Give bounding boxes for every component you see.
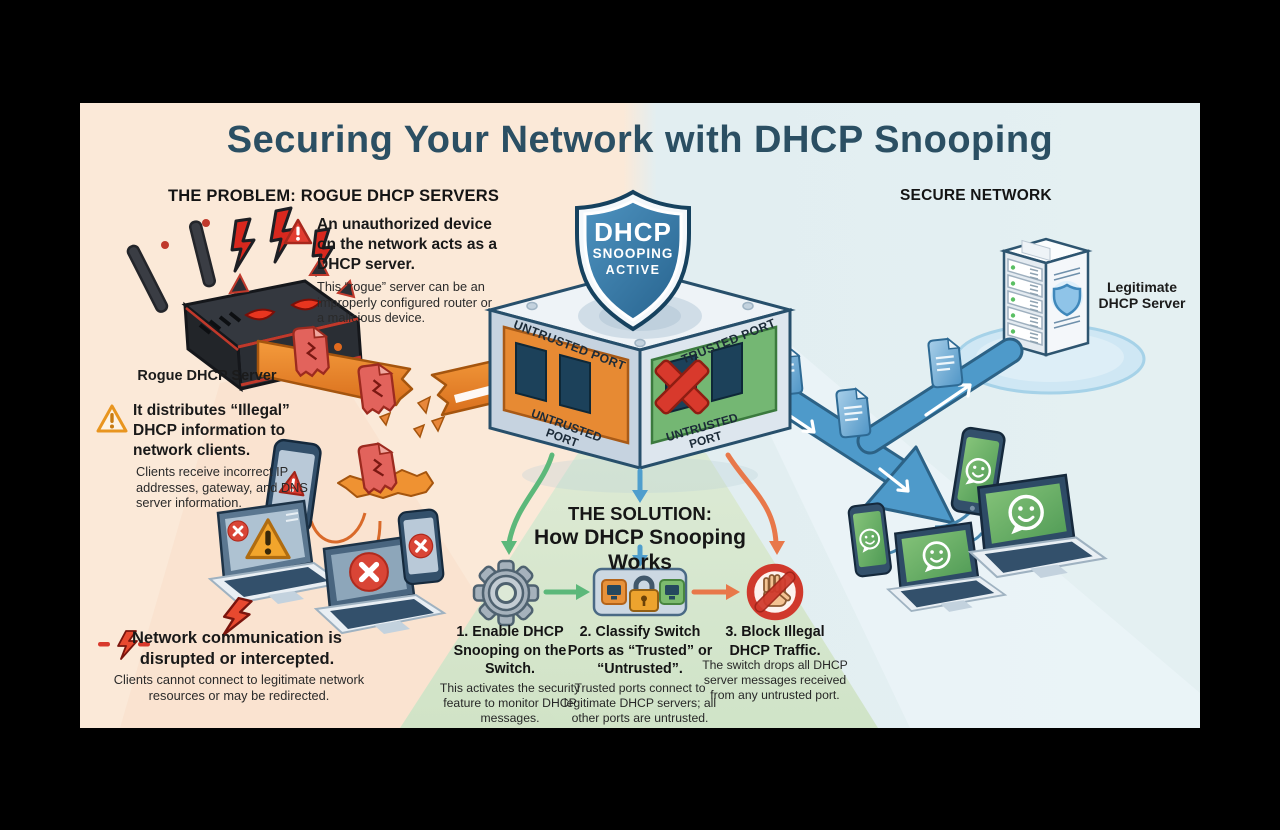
happy-laptop-icon	[885, 521, 1008, 612]
disruption-bolt-icon	[222, 596, 253, 637]
happy-laptop-icon	[967, 473, 1108, 579]
server-rack-slats	[1007, 257, 1043, 347]
problem-point-2-title: It distributes “Illegal” DHCP informatio…	[133, 402, 290, 459]
step-3-title: 3. Block Illegal DHCP Traffic.	[725, 624, 825, 659]
secure-heading: SECURE NETWORK	[900, 187, 1052, 204]
torn-document-icon	[356, 440, 399, 496]
step-1-title: 1. Enable DHCP Snooping on the Switch.	[453, 624, 567, 678]
infographic-artwork	[96, 189, 1200, 728]
gear-icon	[472, 559, 540, 627]
shield-line-1: DHCP	[594, 217, 672, 247]
legitimate-server-label: Legitimate DHCP Server	[1088, 279, 1196, 311]
infographic-canvas: Securing Your Network with DHCP Snooping…	[80, 103, 1200, 728]
page-title: Securing Your Network with DHCP Snooping	[226, 119, 1054, 161]
lightning-bolts-icon	[230, 206, 335, 277]
solution-heading-line-1: THE SOLUTION:	[568, 503, 712, 524]
network-switch-icon	[484, 268, 796, 470]
sad-devices-group	[207, 438, 447, 637]
problem-point-2-detail: Clients receive incorrect IP addresses, …	[136, 464, 308, 511]
dhcp-snooping-shield-icon	[575, 189, 691, 332]
sad-laptop-x-icon	[313, 535, 447, 635]
sad-phone-x-icon	[397, 508, 445, 586]
warning-icon-orange	[96, 404, 128, 433]
padlock-icon	[629, 575, 659, 612]
happy-devices-group	[847, 426, 1108, 612]
solution-heading: THE SOLUTION: How DHCP Snooping Works	[500, 502, 780, 576]
lightning-icon	[98, 630, 150, 660]
shield-line-2: SNOOPING	[592, 246, 674, 262]
solution-flow-arrows	[501, 452, 785, 600]
problem-point-1-detail: This “rogue” server can be an improperly…	[317, 279, 492, 326]
dhcp-document-icon	[926, 336, 964, 389]
sad-laptop-warning-icon	[207, 499, 345, 605]
dhcp-snooping-shield-label: DHCP SNOOPING ACTIVE	[573, 217, 693, 279]
step-1-detail: This activates the security feature to m…	[439, 681, 581, 726]
rogue-server-label: Rogue DHCP Server	[137, 368, 277, 384]
torn-document-icon	[291, 325, 331, 379]
problem-point-3-detail: Clients cannot connect to legitimate net…	[113, 672, 365, 703]
server-label-line-2: DHCP Server	[1098, 295, 1186, 311]
legitimate-server-icon	[954, 237, 1146, 395]
server-label-line-1: Legitimate	[1106, 279, 1177, 295]
warning-icon-red	[283, 218, 313, 245]
problem-heading: THE PROBLEM: ROGUE DHCP SERVERS	[168, 187, 500, 205]
dhcp-document-icon	[834, 386, 872, 439]
shield-line-3: ACTIVE	[605, 263, 661, 278]
problem-point-3-title: Network communication is disrupted or in…	[132, 629, 342, 669]
server-shield-icon	[1051, 281, 1083, 317]
step-3-detail: The switch drops all DHCP server message…	[702, 658, 848, 703]
blocked-port-x-icon	[654, 359, 710, 415]
block-traffic-icon	[746, 563, 804, 621]
step-2-detail: Trusted ports connect to legitimate DHCP…	[563, 681, 717, 726]
solution-heading-line-2: How DHCP Snooping Works	[534, 526, 746, 575]
happy-phone-icon	[847, 502, 892, 578]
problem-point-1-title: An unauthorized device on the network ac…	[317, 216, 498, 273]
step-2-title: 2. Classify Switch Ports as “Trusted” or…	[567, 624, 713, 678]
port-classify-icon	[592, 567, 688, 617]
